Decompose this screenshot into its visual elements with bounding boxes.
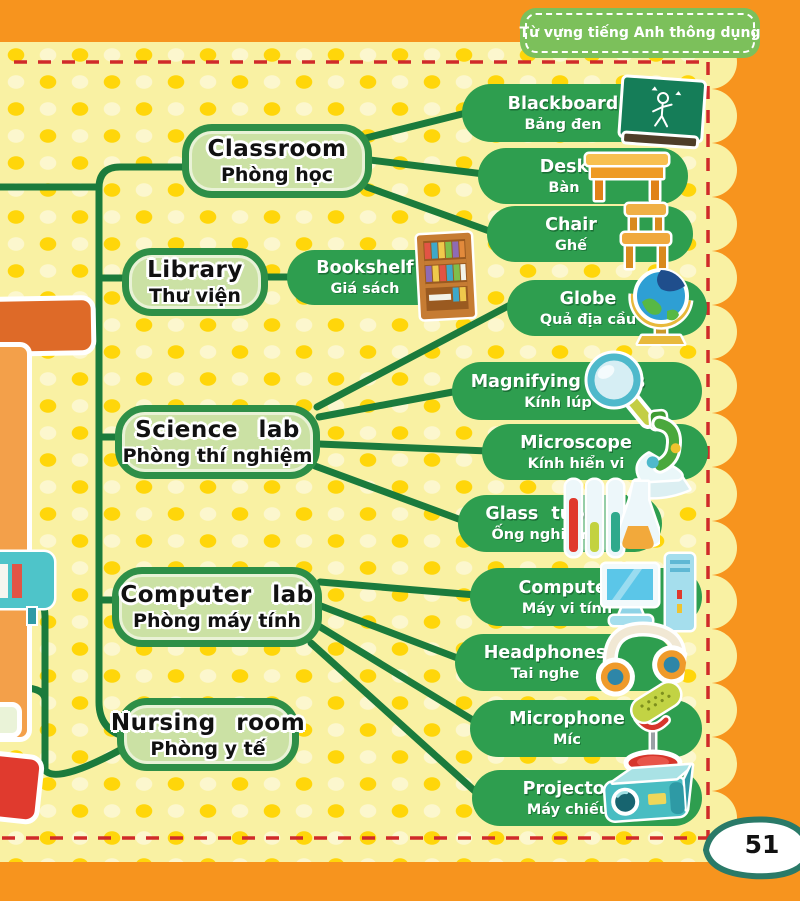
small-sticker-partial — [0, 702, 22, 738]
item-en: Desk — [539, 156, 589, 177]
item-en: Globe — [559, 288, 617, 309]
glass-tube-icon — [563, 477, 660, 559]
door-sticker-partial — [0, 342, 32, 742]
connector-computer-computer — [316, 578, 480, 599]
category-en: Computer lab — [120, 582, 314, 608]
blackboard-icon — [617, 74, 708, 150]
category-en: Library — [147, 257, 243, 283]
page-number: 51 — [744, 830, 780, 859]
bookshelf-icon — [414, 230, 478, 322]
item-en: Blackboard — [507, 93, 619, 114]
category-vi: Phòng máy tính — [133, 610, 301, 632]
category-science-lab: Science lab Phòng thí nghiệm — [115, 405, 320, 479]
item-computer: Computer Máy vi tính — [470, 568, 702, 626]
item-vi: Míc — [553, 732, 581, 748]
category-library: Library Thư viện — [122, 248, 268, 316]
connector-science-glass-tube — [311, 462, 468, 525]
item-vi: Máy vi tính — [521, 600, 613, 617]
badge-dashed-frame: Từ vựng tiếng Anh thông dụng — [520, 13, 760, 53]
item-en: Projector — [522, 778, 614, 799]
category-vi: Thư viện — [149, 285, 241, 307]
category-vi: Phòng y tế — [150, 737, 266, 760]
connector-science-magnifying-glass — [315, 387, 462, 421]
headphones-icon — [595, 621, 692, 707]
series-badge: Từ vựng tiếng Anh thông dụng — [520, 8, 760, 58]
connector-computer-microphone — [313, 621, 480, 726]
item-vi: Giá sách — [330, 281, 400, 297]
item-en: Microscope — [520, 432, 632, 453]
category-computer-lab: Computer lab Phòng máy tính — [112, 567, 322, 647]
item-vi: Tai nghe — [510, 666, 580, 682]
category-en: Nursing room — [110, 709, 306, 736]
badge-text: Từ vựng tiếng Anh thông dụng — [519, 25, 761, 41]
category-nursing-room: Nursing room Phòng y tế — [111, 698, 305, 771]
connector-science-microscope — [315, 440, 492, 455]
category-classroom: Classroom Phòng học — [182, 124, 372, 198]
connector-classroom-chair — [363, 183, 496, 236]
item-vi: Kính lúp — [524, 394, 592, 411]
connector-classroom-blackboard — [362, 108, 474, 142]
magnifying-glass-icon — [584, 350, 657, 429]
item-vi: Bảng đen — [524, 116, 602, 133]
chair-icon — [619, 201, 673, 271]
globe-icon — [628, 268, 694, 346]
connector-computer-headphones — [317, 602, 464, 663]
connector-classroom-desk — [366, 156, 488, 178]
item-vi: Quả địa cầu — [539, 311, 637, 328]
category-en: Classroom — [207, 136, 347, 162]
category-en: Science lab — [135, 417, 300, 443]
scalloped-edge — [702, 42, 737, 862]
page-number-badge — [702, 816, 800, 880]
item-vi: Ghế — [554, 237, 588, 254]
connector-nursing-left — [0, 684, 126, 778]
desk-icon — [583, 151, 671, 203]
projector-icon — [602, 762, 695, 823]
category-vi: Phòng thí nghiệm — [122, 445, 313, 467]
item-vi: Bàn — [548, 179, 580, 196]
item-en: Bookshelf — [316, 258, 414, 278]
book-cart-sticker-partial — [0, 549, 57, 626]
category-vi: Phòng học — [220, 164, 334, 186]
computer-icon — [600, 551, 697, 633]
item-en: Chair — [545, 214, 597, 235]
connector-science-globe — [313, 300, 516, 411]
item-vi: Máy chiếu — [526, 801, 610, 818]
item-headphones: Headphones Tai nghe — [455, 634, 673, 691]
item-en: Computer — [518, 577, 616, 598]
first-aid-kit-sticker-partial — [0, 748, 46, 826]
connector-trunk — [95, 163, 187, 741]
connector-computer-projector — [307, 639, 482, 798]
item-vi: Kính hiển vi — [527, 455, 625, 472]
item-en: Microphone — [509, 709, 625, 729]
item-en: Headphones — [483, 643, 607, 663]
